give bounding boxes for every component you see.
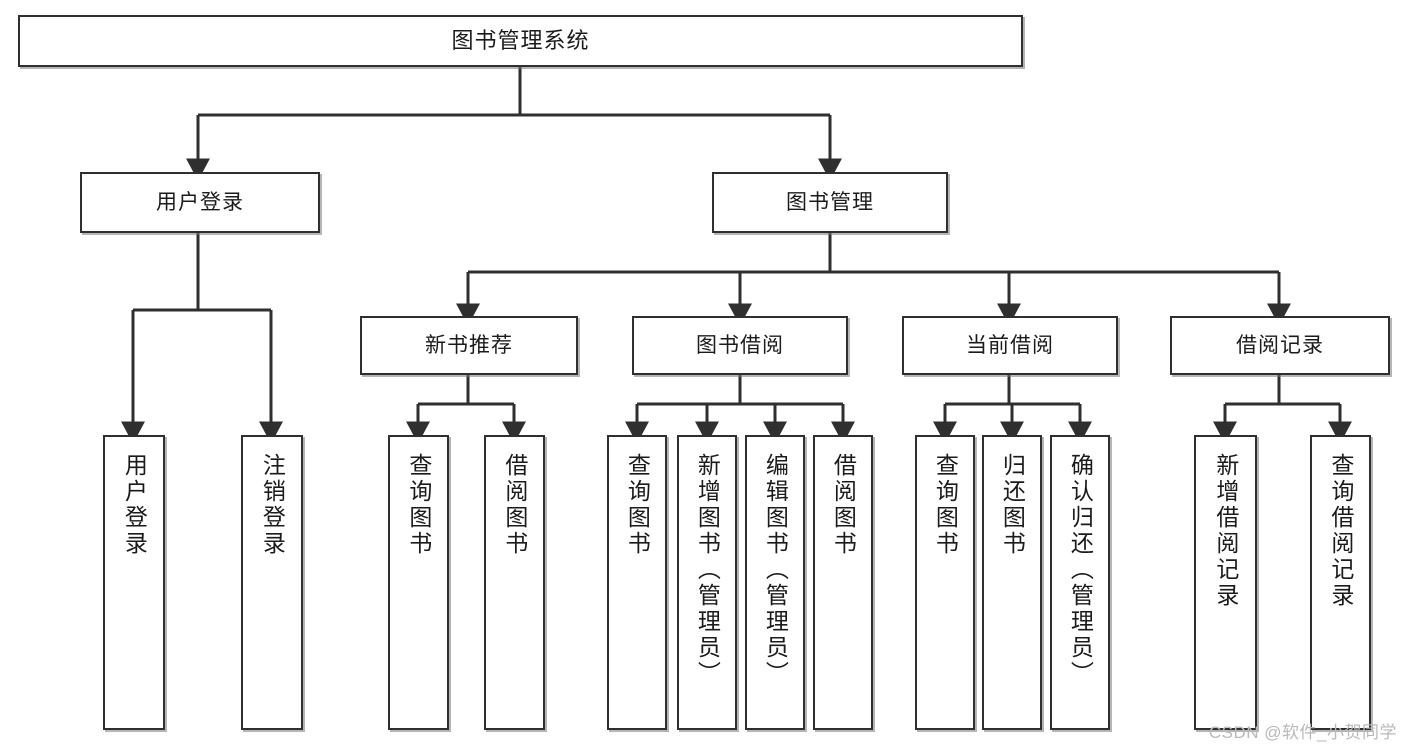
leaf-new-book-recommend-1[interactable]: 借阅图书 <box>484 435 545 730</box>
node-new-book-recommend[interactable]: 新书推荐 <box>360 316 578 375</box>
leaf-current-borrow-2[interactable]: 确认归还（管理员） <box>1050 435 1110 730</box>
node-book-borrow-label: 图书借阅 <box>696 333 784 357</box>
leaf-new-book-recommend-1-label: 借阅图书 <box>501 453 528 557</box>
node-root[interactable]: 图书管理系统 <box>18 15 1023 67</box>
leaf-borrow-record-0-label: 新增借阅记录 <box>1212 453 1239 609</box>
node-current-borrow-label: 当前借阅 <box>966 333 1054 357</box>
leaf-new-book-recommend-0-label: 查询图书 <box>405 453 432 557</box>
leaf-book-borrow-0[interactable]: 查询图书 <box>607 435 667 730</box>
leaf-user-login-1-label: 注销登录 <box>259 453 286 557</box>
node-borrow-record-label: 借阅记录 <box>1236 333 1324 357</box>
node-book-manage-label: 图书管理 <box>786 190 874 214</box>
leaf-book-borrow-3-label: 借阅图书 <box>830 453 857 557</box>
node-current-borrow[interactable]: 当前借阅 <box>902 316 1118 375</box>
leaf-user-login-0[interactable]: 用户登录 <box>103 435 165 730</box>
watermark-text: CSDN @软件_小贺同学 <box>1208 723 1397 742</box>
leaf-user-login-1[interactable]: 注销登录 <box>241 435 303 730</box>
leaf-current-borrow-1[interactable]: 归还图书 <box>982 435 1042 730</box>
leaf-book-borrow-1[interactable]: 新增图书（管理员） <box>677 435 737 730</box>
node-root-label: 图书管理系统 <box>451 27 590 53</box>
node-new-book-recommend-label: 新书推荐 <box>425 333 513 357</box>
leaf-current-borrow-2-label: 确认归还（管理员） <box>1067 453 1094 687</box>
leaf-book-borrow-3[interactable]: 借阅图书 <box>813 435 873 730</box>
leaf-book-borrow-1-label: 新增图书（管理员） <box>694 453 721 687</box>
node-user-login-label: 用户登录 <box>156 190 244 214</box>
leaf-book-borrow-2-label: 编辑图书（管理员） <box>762 453 789 687</box>
leaf-book-borrow-0-label: 查询图书 <box>624 453 651 557</box>
leaf-current-borrow-1-label: 归还图书 <box>999 453 1026 557</box>
leaf-new-book-recommend-0[interactable]: 查询图书 <box>388 435 449 730</box>
leaf-book-borrow-2[interactable]: 编辑图书（管理员） <box>745 435 805 730</box>
node-borrow-record[interactable]: 借阅记录 <box>1170 316 1390 375</box>
leaf-borrow-record-1[interactable]: 查询借阅记录 <box>1310 435 1371 730</box>
node-book-borrow[interactable]: 图书借阅 <box>632 316 848 375</box>
leaf-borrow-record-1-label: 查询借阅记录 <box>1327 453 1354 609</box>
leaf-user-login-0-label: 用户登录 <box>121 453 148 557</box>
leaf-current-borrow-0-label: 查询图书 <box>932 453 959 557</box>
node-user-login[interactable]: 用户登录 <box>80 172 320 233</box>
node-book-manage[interactable]: 图书管理 <box>712 172 948 233</box>
leaf-borrow-record-0[interactable]: 新增借阅记录 <box>1194 435 1257 730</box>
leaf-current-borrow-0[interactable]: 查询图书 <box>915 435 975 730</box>
